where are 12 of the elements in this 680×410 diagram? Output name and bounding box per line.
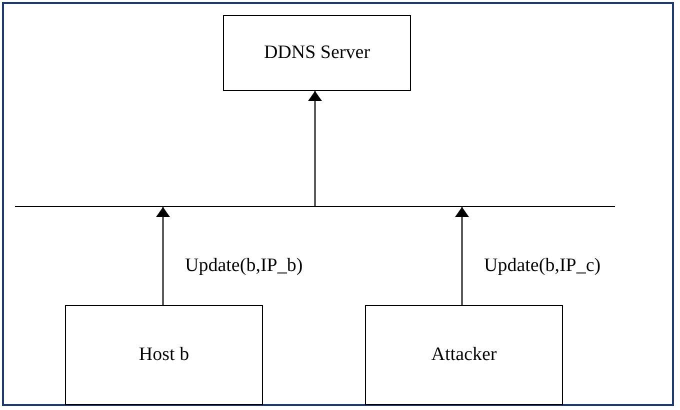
node-label: DDNS Server [264, 42, 370, 64]
node-label: Host b [138, 344, 190, 366]
edge-label: Update(b,IP_b) [185, 256, 303, 277]
process-box [65, 305, 263, 405]
arrow [308, 91, 322, 206]
network-bus-line [15, 206, 615, 207]
process-box [223, 15, 411, 91]
node-label: Attacker [431, 344, 497, 366]
arrow [455, 207, 469, 305]
edge-label: Update(b,IP_c) [484, 256, 601, 277]
arrow [156, 207, 170, 305]
process-box [365, 305, 563, 405]
